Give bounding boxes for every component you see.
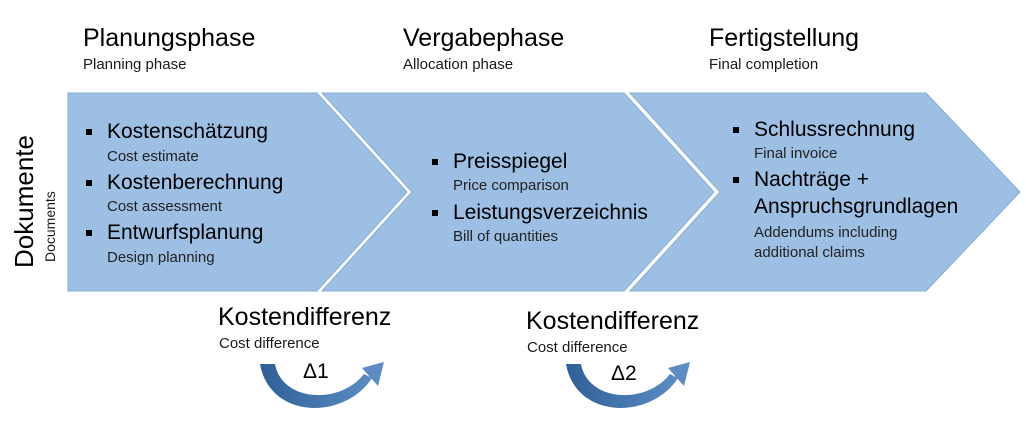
delta-2-label: Δ2 [611, 362, 637, 385]
item-nachtraege-sub: Addendums including [754, 224, 898, 241]
item-entwurfsplanung-sub: Design planning [107, 249, 215, 266]
item-kostenberechnung-sub: Cost assessment [107, 198, 223, 215]
phase-title-completion: Fertigstellung [709, 24, 860, 52]
cost-difference-2-subtitle: Cost difference [527, 339, 628, 356]
chevron-planning [67, 92, 408, 292]
side-label-subtitle: Documents [42, 191, 58, 262]
chevron-completion [628, 92, 1021, 292]
item-nachtraege-sub2: additional claims [754, 244, 865, 261]
phase-subtitle-planning: Planning phase [83, 56, 187, 73]
item-leistungsverzeichnis: Leistungsverzeichnis [432, 201, 648, 224]
curved-arrow-1-icon [260, 362, 384, 408]
item-preisspiegel-sub: Price comparison [453, 177, 569, 194]
cost-difference-2-title: Kostendifferenz [526, 307, 700, 335]
item-schlussrechnung: Schlussrechnung [732, 118, 916, 141]
delta-1-label: Δ1 [303, 360, 329, 383]
phase-title-allocation: Vergabephase [403, 24, 565, 52]
item-nachtraege: Nachträge + [733, 168, 869, 191]
chevron-allocation [320, 92, 715, 292]
side-label-title: Dokumente [9, 135, 39, 268]
cost-difference-1-subtitle: Cost difference [219, 335, 320, 352]
item-schlussrechnung-sub: Final invoice [754, 145, 838, 162]
cost-difference-1-title: Kostendifferenz [218, 303, 392, 331]
item-nachtraege-line2: Anspruchsgrundlagen [754, 195, 959, 218]
item-kostenschaetzung-sub: Cost estimate [107, 148, 199, 165]
phase-subtitle-completion: Final completion [709, 56, 819, 73]
item-entwurfsplanung: Entwurfsplanung [85, 221, 264, 244]
item-preisspiegel: Preisspiegel [431, 150, 568, 173]
curved-arrow-2-icon [566, 362, 690, 408]
phase-subtitle-allocation: Allocation phase [403, 56, 514, 73]
item-leistungsverzeichnis-sub: Bill of quantities [453, 228, 559, 245]
phase-title-planning: Planungsphase [83, 24, 256, 52]
item-kostenschaetzung: Kostenschätzung [85, 120, 269, 143]
item-kostenberechnung: Kostenberechnung [85, 171, 284, 194]
